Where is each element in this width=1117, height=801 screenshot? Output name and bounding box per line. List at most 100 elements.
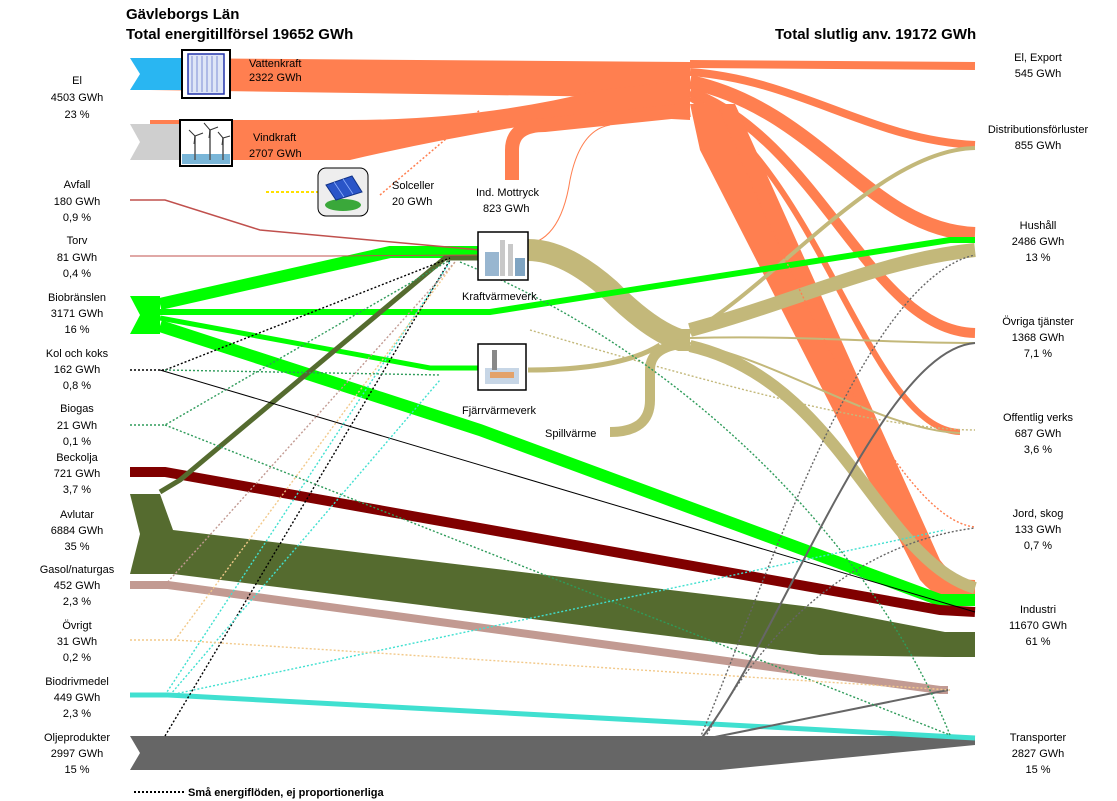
dotted-biodriv-jord	[169, 529, 946, 696]
use-export-name: El, Export	[1014, 52, 1062, 64]
dotted-bio-off	[459, 261, 951, 736]
use-industri-share: 61 %	[1025, 636, 1050, 648]
source-bio-value: 3171 GWh	[51, 308, 104, 320]
flow-el-hushall	[688, 75, 976, 241]
flow-el-dist	[689, 68, 976, 149]
use-off-value: 687 GWh	[1015, 428, 1061, 440]
flow-ind-mottryck	[505, 103, 691, 180]
dotted-olje-kvv	[164, 259, 451, 737]
source-kol-name: Kol och koks	[46, 348, 109, 360]
flow-el-industri	[690, 104, 975, 604]
source-bio-share: 16 %	[64, 324, 89, 336]
flow-olje-ovrtj	[699, 342, 976, 741]
source-el-name: El	[72, 75, 82, 87]
flow-spill-heat	[609, 338, 691, 437]
vindkraft-icon	[179, 119, 233, 167]
dotted-olje-dist	[699, 254, 976, 739]
flow-kvv-heat	[527, 239, 690, 351]
flow-beck-industri	[130, 467, 976, 617]
dotted-gasol-kvv	[164, 261, 456, 586]
source-ovrigt-name: Övrigt	[62, 620, 91, 632]
flow-el-export	[689, 60, 976, 70]
flow-fvv-heat	[527, 342, 662, 373]
vattenkraft-icon	[181, 49, 231, 99]
flow-olje-transporter	[130, 736, 975, 770]
use-industri-value: 11670 GWh	[1009, 620, 1067, 632]
use-jord-value: 133 GWh	[1015, 524, 1061, 536]
source-ovrigt-value: 31 GWh	[57, 636, 97, 648]
source-gasol-name: Gasol/naturgas	[40, 564, 115, 576]
source-avfall-share: 0,9 %	[63, 212, 91, 224]
dotted-el-jord	[719, 109, 976, 528]
spillvarme-label: Spillvärme	[545, 428, 596, 440]
flow-torv-kvv	[130, 254, 481, 257]
use-jord-share: 0,7 %	[1024, 540, 1052, 552]
source-kol-value: 162 GWh	[54, 364, 100, 376]
flow-kol-industri	[159, 369, 976, 613]
kraftvarmeverk-label: Kraftvärmeverk	[462, 291, 537, 303]
flow-heat-hushall	[688, 243, 976, 337]
source-olje-name: Oljeprodukter	[44, 732, 110, 744]
source-biodriv-value: 449 GWh	[54, 692, 100, 704]
ind-mottryck-label: Ind. Mottryck	[476, 187, 539, 199]
use-ovtj-name: Övriga tjänster	[1002, 316, 1074, 328]
flow-avlut-kvv	[158, 255, 480, 495]
use-total: Total slutlig anv. 19172 GWh	[775, 26, 976, 43]
dotted-olje-jord	[704, 527, 976, 739]
flow-el-kvv-thin	[519, 124, 611, 246]
fjarrvarmeverk-label: Fjärrvärmeverk	[462, 405, 536, 417]
use-hushall-share: 13 %	[1025, 252, 1050, 264]
flow-heat-dist	[688, 146, 976, 335]
source-beck-value: 721 GWh	[54, 468, 100, 480]
source-torv-value: 81 GWh	[57, 252, 97, 264]
vind-input-arrow	[130, 124, 184, 160]
source-beck-name: Beckolja	[56, 452, 98, 464]
source-bio-name: Biobränslen	[48, 292, 106, 304]
use-export-value: 545 GWh	[1015, 68, 1061, 80]
source-el-value: 4503 GWh	[51, 92, 104, 104]
use-hushall-value: 2486 GWh	[1012, 236, 1065, 248]
fjarrvarmeverk-icon	[477, 343, 527, 391]
flow-el-main	[150, 58, 690, 98]
flow-bio-fvv	[159, 315, 478, 371]
use-ovtj-value: 1368 GWh	[1012, 332, 1065, 344]
region-title: Gävleborgs Län	[126, 6, 239, 23]
source-biogas-share: 0,1 %	[63, 436, 91, 448]
source-kol-share: 0,8 %	[63, 380, 91, 392]
dotted-ovrigt-kvv	[174, 261, 456, 641]
flow-bio-industri	[158, 320, 975, 606]
use-off-name: Offentlig verks	[1003, 412, 1074, 424]
vindkraft-value: 2707 GWh	[249, 148, 302, 160]
source-gasol-value: 452 GWh	[54, 580, 100, 592]
use-industri-name: Industri	[1020, 604, 1056, 616]
use-hushall-name: Hushåll	[1020, 220, 1057, 232]
use-off-share: 3,6 %	[1024, 444, 1052, 456]
dotted-biogas-trans	[164, 424, 951, 736]
use-ovtj-share: 7,1 %	[1024, 348, 1052, 360]
flow-sol	[379, 109, 481, 196]
source-biodriv-share: 2,3 %	[63, 708, 91, 720]
el-input-arrow	[130, 58, 184, 90]
legend-label: Små energiflöden, ej proportionerliga	[188, 787, 384, 799]
flow-biodriv-trans	[130, 692, 976, 741]
use-trans-name: Transporter	[1010, 732, 1067, 744]
source-avfall-value: 180 GWh	[54, 196, 100, 208]
vattenkraft-value: 2322 GWh	[249, 72, 302, 84]
flow-olje-industri	[699, 689, 949, 741]
source-avlut-name: Avlutar	[60, 509, 94, 521]
dotted-kvv-off	[529, 329, 976, 431]
source-torv-name: Torv	[67, 235, 88, 247]
flow-bio-hushall	[160, 237, 975, 315]
flow-bio-kvv	[158, 246, 478, 310]
flow-avfall-kvv	[130, 199, 481, 251]
use-dist-value: 855 GWh	[1015, 140, 1061, 152]
source-gasol-share: 2,3 %	[63, 596, 91, 608]
kraftvarmeverk-icon	[477, 231, 529, 281]
source-avlut-value: 6884 GWh	[51, 525, 104, 537]
source-ovrigt-share: 0,2 %	[63, 652, 91, 664]
source-biogas-value: 21 GWh	[57, 420, 97, 432]
source-el-share: 23 %	[64, 109, 89, 121]
flow-heat-ovrtj	[689, 336, 976, 344]
flow-vindkraft	[150, 80, 690, 160]
